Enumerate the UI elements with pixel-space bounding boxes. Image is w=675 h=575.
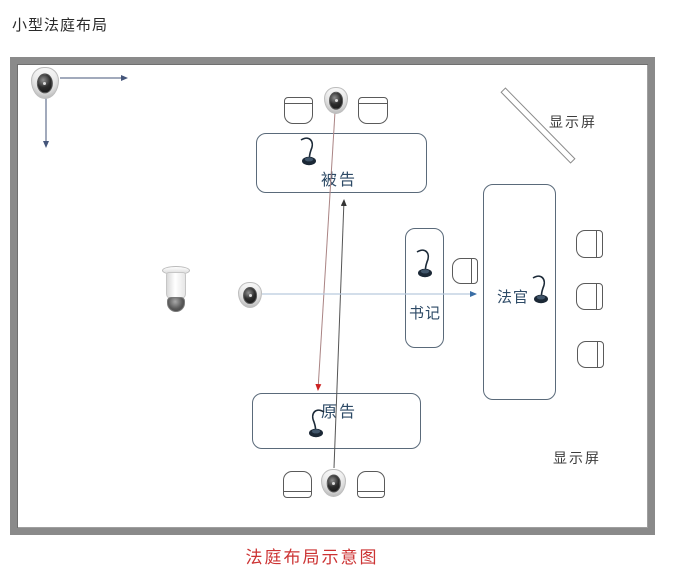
dome-camera-icon (238, 282, 262, 308)
dome-camera-icon (31, 67, 59, 99)
ptz-dome (167, 297, 185, 312)
chair-icon (357, 471, 385, 498)
chair-icon (283, 471, 312, 498)
camera-glint (248, 293, 252, 297)
camera-glint (334, 99, 338, 103)
chair-icon (576, 283, 603, 310)
camera-glint (332, 481, 335, 485)
diagram-caption: 法庭布局示意图 (245, 548, 379, 567)
chair-icon (358, 97, 388, 124)
chair-icon (576, 230, 603, 258)
microphone-icon (416, 249, 432, 278)
page-title: 小型法庭布局 (12, 17, 109, 34)
microphone-icon (309, 409, 325, 438)
ptz-camera-icon (162, 266, 190, 316)
clerk-table: 书记 (405, 228, 444, 348)
chair-icon (452, 258, 478, 284)
judge-table-label: 法官 (497, 289, 530, 306)
clerk-table-label: 书记 (409, 305, 442, 322)
judge-table: 法官 (483, 184, 556, 400)
defendant-table: 被告 (256, 133, 427, 193)
display-screen-label-bottom: 显示屏 (553, 450, 601, 466)
dome-camera-icon (321, 469, 346, 497)
chair-icon (577, 341, 604, 368)
plaintiff-table: 原告 (252, 393, 421, 449)
dome-camera-icon (324, 87, 348, 114)
courtroom-diagram-frame: 被告 原告 书记 法官 显示屏 显示屏 (10, 57, 655, 535)
defendant-table-label: 被告 (321, 172, 358, 189)
display-screen-label-top: 显示屏 (549, 114, 597, 130)
chair-icon (284, 97, 313, 124)
microphone-icon (300, 137, 316, 166)
ptz-body (166, 272, 186, 299)
camera-glint (43, 81, 47, 85)
microphone-icon (532, 275, 548, 304)
